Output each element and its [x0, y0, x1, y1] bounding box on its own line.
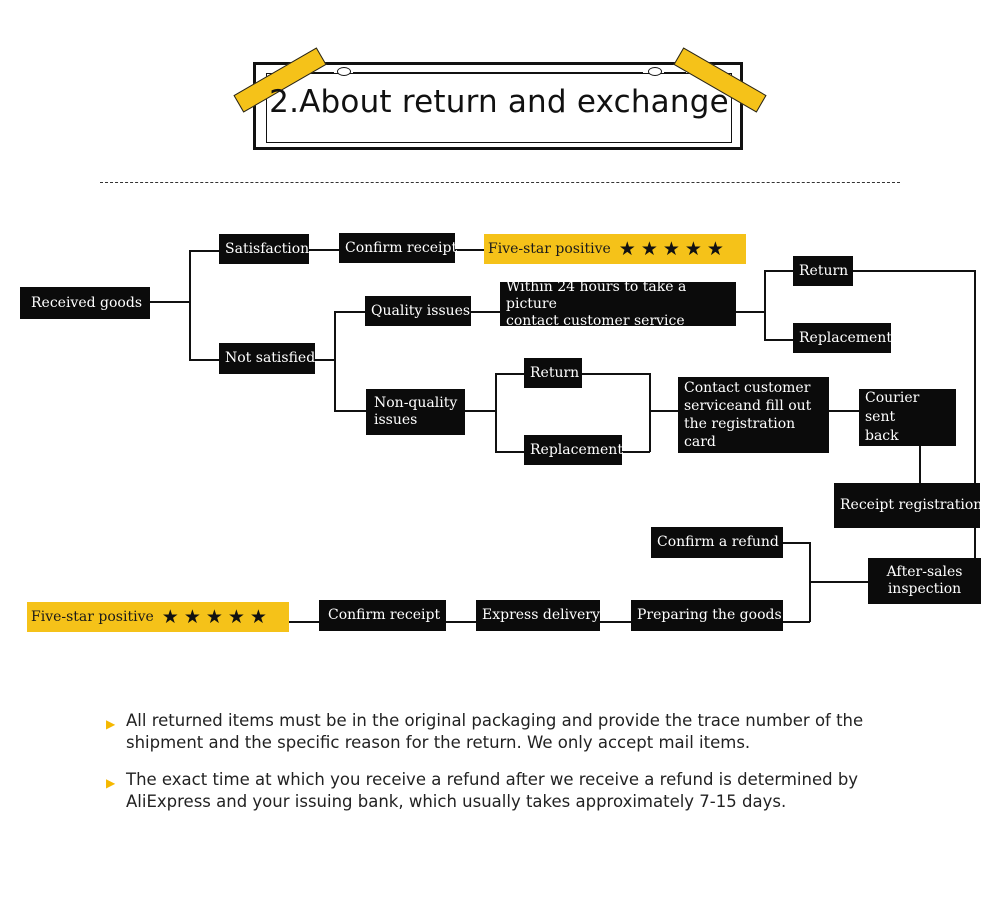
connector [783, 621, 810, 623]
five-star-top-label: Five-star positive [488, 241, 611, 257]
after-sales-inspection-box: After-sales inspection [868, 558, 981, 604]
replacement-mid-box: Replacement [524, 435, 623, 465]
within-24h-box: Within 24 hours to take a picture contac… [500, 278, 736, 329]
connector [495, 373, 525, 375]
connector [334, 311, 336, 411]
title-rule [312, 72, 334, 73]
courier-sent-back-box: Courier sent back [859, 389, 956, 446]
confirm-refund-label: Confirm a refund [657, 534, 779, 550]
replacement-top-label: Replacement [799, 329, 892, 346]
received-goods-label: Received goods [31, 294, 143, 311]
connector [919, 446, 921, 484]
note-text: The exact time at which you receive a re… [126, 770, 859, 811]
title-inner-frame [266, 73, 732, 143]
connector [649, 410, 679, 412]
connector [150, 301, 190, 303]
courier-line1: Courier sent [865, 390, 920, 425]
connector [189, 359, 220, 361]
connector [735, 311, 764, 313]
connector [446, 621, 477, 623]
title-rule [353, 72, 643, 73]
replacement-top-box: Replacement [793, 323, 892, 353]
satisfaction-label: Satisfaction [225, 240, 310, 257]
express-delivery-box: Express delivery [476, 600, 600, 631]
connector [828, 410, 859, 412]
courier-line2: back [865, 428, 899, 444]
confirm-refund-box: Confirm a refund [651, 527, 783, 558]
connector [495, 373, 497, 452]
confirm-receipt-bottom-label: Confirm receipt [328, 607, 441, 623]
return-top-label: Return [799, 262, 849, 279]
note-item: ▶ The exact time at which you receive a … [106, 769, 926, 813]
contact-line2: serviceand fill out [684, 398, 812, 414]
express-delivery-label: Express delivery [482, 607, 600, 623]
title-rule [664, 72, 686, 73]
note-item: ▶ All returned items must be in the orig… [106, 710, 926, 754]
five-star-top-icon: ★★★★★ [618, 238, 729, 260]
dotted-divider [100, 182, 900, 183]
confirm-receipt-bottom-box: Confirm receipt [319, 600, 446, 631]
five-star-bottom-box: Five-star positive ★★★★★ [27, 602, 289, 632]
connector [495, 451, 525, 453]
receipt-registration-label: Receipt registration [840, 497, 983, 513]
quality-issues-box: Quality issues [365, 296, 471, 326]
connector [649, 373, 651, 452]
not-satisfied-box: Not satisfied [219, 343, 315, 374]
within-24h-line2: contact customer service [506, 312, 685, 329]
connector [288, 621, 320, 623]
confirm-receipt-top-label: Confirm receipt [345, 239, 458, 256]
connector [582, 373, 650, 375]
connector [974, 270, 976, 574]
connector [315, 359, 335, 361]
triangle-right-icon: ▶ [106, 717, 116, 731]
connector [454, 249, 486, 251]
contact-line1: Contact customer [684, 380, 811, 396]
connector [189, 250, 220, 252]
quality-issues-label: Quality issues [371, 302, 471, 319]
non-quality-issues-box: Non-quality issues [366, 389, 465, 435]
not-satisfied-label: Not satisfied [225, 350, 316, 366]
after-sales-line2: inspection [887, 581, 962, 597]
non-quality-line2: issues [374, 412, 418, 428]
title-dot [337, 67, 351, 76]
connector [470, 311, 501, 313]
contact-customer-box: Contact customer serviceand fill out the… [678, 377, 829, 453]
connector [764, 339, 794, 341]
five-star-bottom-label: Five-star positive [31, 609, 154, 625]
return-top-box: Return [793, 256, 853, 286]
connector [334, 410, 366, 412]
page-title: 2.About return and exchange [269, 84, 729, 120]
connector [334, 311, 366, 313]
within-24h-line1: Within 24 hours to take a picture [506, 278, 687, 312]
contact-line3: the registration card [684, 416, 796, 450]
receipt-registration-box: Receipt registration [834, 483, 983, 528]
connector [600, 621, 632, 623]
connector [189, 250, 191, 360]
preparing-goods-box: Preparing the goods [631, 600, 783, 631]
five-star-bottom-icon: ★★★★★ [161, 606, 272, 628]
received-goods-box: Received goods [20, 287, 150, 319]
triangle-right-icon: ▶ [106, 776, 116, 790]
five-star-top-box: Five-star positive ★★★★★ [484, 234, 746, 264]
connector [853, 270, 975, 272]
connector [809, 581, 869, 583]
preparing-goods-label: Preparing the goods [637, 607, 782, 623]
connector [764, 270, 794, 272]
connector [621, 451, 650, 453]
return-mid-box: Return [524, 358, 582, 388]
connector [309, 249, 340, 251]
connector [783, 542, 810, 544]
return-mid-label: Return [530, 364, 580, 381]
after-sales-line1: After-sales [886, 564, 963, 580]
connector [465, 410, 495, 412]
confirm-receipt-top-box: Confirm receipt [339, 233, 458, 263]
title-dot [648, 67, 662, 76]
connector [764, 270, 766, 340]
non-quality-line1: Non-quality [374, 395, 458, 411]
note-text: All returned items must be in the origin… [126, 711, 864, 752]
replacement-mid-label: Replacement [530, 441, 623, 458]
satisfaction-box: Satisfaction [219, 234, 309, 264]
